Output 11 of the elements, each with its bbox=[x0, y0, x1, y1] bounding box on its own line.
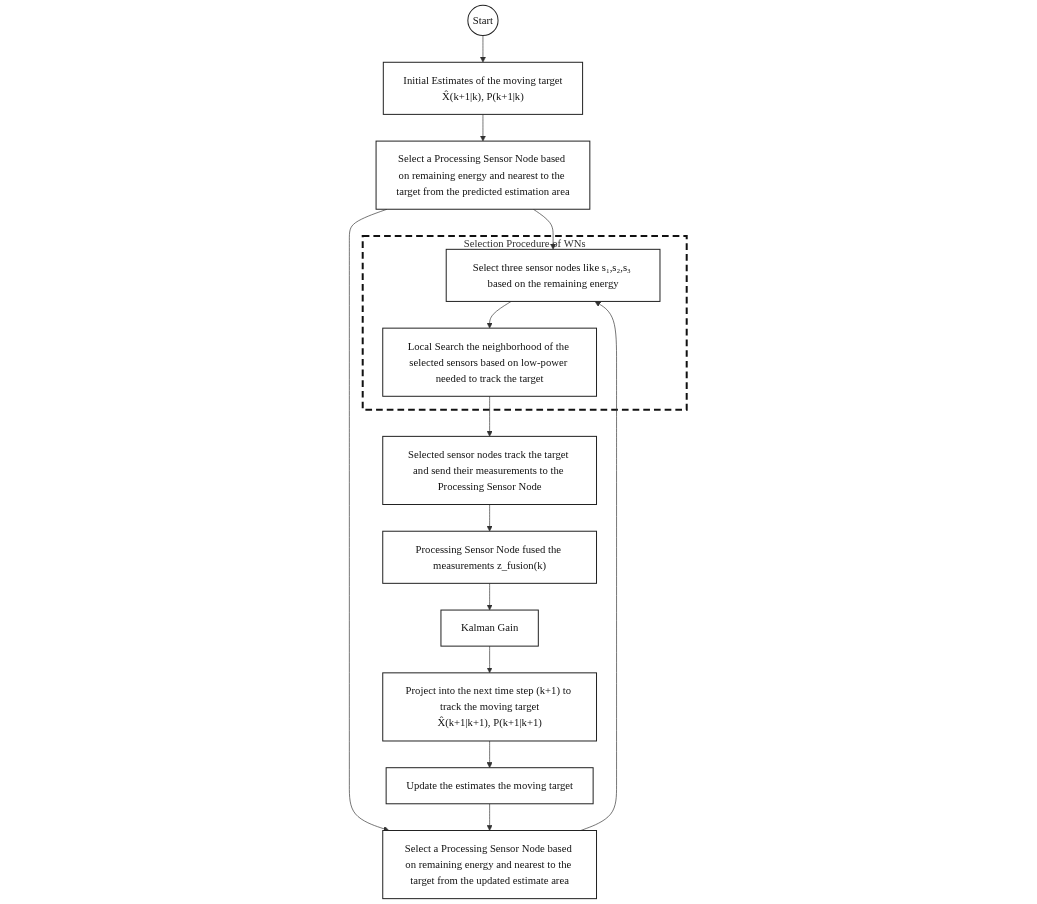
node-box: Update the estimates the moving target bbox=[386, 767, 595, 805]
node-box: Selected sensor nodes track the target and send their measurements to the Processing Sensor Node bbox=[382, 435, 598, 505]
node-box: Processing Sensor Node fused the measurements z_fusion(k) bbox=[382, 530, 598, 584]
node-box: Kalman Gain bbox=[440, 609, 540, 647]
node-box: Initial Estimates of the moving target X̂(k+1|k), P(k+1|k) bbox=[383, 61, 584, 115]
node-box: Select three sensor nodes like s₁,s₂,s₃ based on the remaining energy bbox=[446, 248, 661, 302]
node-box: Local Search the neighborhood of the selected sensors based on low-power needed to track the target bbox=[382, 327, 598, 397]
node-box: Select a Processing Sensor Node based on remaining energy and nearest to the target from the predicted estimation area bbox=[376, 140, 591, 210]
node-box: Select a Processing Sensor Node based on remaining energy and nearest to the target from the updated estimate area bbox=[382, 830, 598, 900]
node-circle: Start bbox=[467, 4, 499, 37]
node-box: Project into the next time step (k+1) to track the moving target X̂(k+1|k+1), P(k+1|k+1) bbox=[382, 672, 598, 742]
